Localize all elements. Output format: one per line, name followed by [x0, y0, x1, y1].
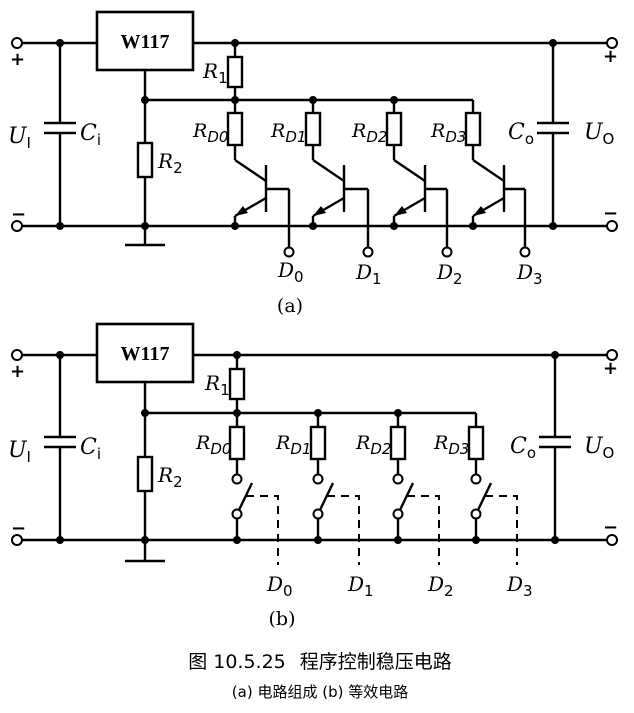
switch-blade-1-b: [318, 482, 335, 511]
figure-title: 程序控制稳压电路: [300, 651, 452, 673]
emitter-arrow-1-a: [313, 206, 326, 216]
switch-blade-3-b: [476, 482, 493, 511]
d3-label-b: D3: [506, 572, 533, 600]
rd0-label-a: RD0: [192, 120, 228, 146]
output-voltage-label-a: UO: [584, 120, 614, 148]
rd1-label-b: RD1: [275, 432, 311, 458]
emitter-arrow-2-a: [394, 206, 407, 216]
r1-label-b: R1: [204, 371, 230, 399]
input-minus-sign-a: −: [11, 204, 26, 225]
emitter-arrow-0-a: [235, 206, 248, 216]
branch-1-b: [309, 413, 360, 565]
output-plus-sign-b: +: [603, 358, 618, 379]
resistor-rd0-b: [228, 425, 246, 461]
branch-0-b: [228, 413, 279, 565]
branch-2-a: [385, 100, 453, 258]
rd3-label-b: RD3: [433, 432, 469, 458]
d1-label-b: D1: [347, 572, 374, 600]
panel-tag-a: (a): [277, 295, 303, 317]
d3-label-a: D3: [516, 260, 543, 288]
control-terminal-d2-a: [441, 246, 453, 258]
branch-3-b: [467, 413, 518, 565]
input-cap-label-a: Ci: [80, 121, 101, 149]
input-voltage-label-a: UI: [8, 124, 31, 152]
r1-label-a: R1: [202, 59, 228, 87]
rd0-label-b: RD0: [195, 432, 231, 458]
rd1-label-a: RD1: [270, 120, 306, 146]
resistor-rd1-a: [304, 111, 322, 147]
input-terminal-top-a: [11, 37, 23, 49]
input-cap-label-b: Ci: [80, 435, 101, 463]
output-terminal-bottom-b: [606, 534, 618, 546]
circuit-a: W117: [11, 10, 618, 258]
output-terminal-top-a: [606, 37, 618, 49]
branch-1-a: [304, 100, 374, 258]
resistor-rd2-a: [385, 111, 403, 147]
control-link-3-b: [485, 495, 518, 565]
output-cap-label-b: Co: [510, 434, 536, 462]
control-link-0-b: [246, 495, 279, 565]
resistor-rd1-b: [309, 425, 327, 461]
rd2-label-b: RD2: [355, 432, 391, 458]
rd3-label-a: RD3: [430, 120, 466, 146]
input-minus-sign-b: −: [11, 518, 26, 539]
output-cap-label-a: Co: [508, 120, 534, 148]
control-terminal-d0-a: [283, 246, 295, 258]
circuit-b: W117: [11, 322, 618, 565]
branch-0-a: [226, 100, 295, 258]
resistor-r2-a: [136, 141, 154, 179]
output-terminal-bottom-a: [606, 220, 618, 232]
r2-label-a: R2: [157, 149, 183, 177]
input-plus-sign-a: +: [10, 49, 25, 70]
regulator-block-a: [95, 10, 195, 72]
output-voltage-label-b: UO: [584, 434, 614, 462]
branch-2-b: [389, 413, 440, 565]
input-voltage-label-b: UI: [8, 438, 31, 466]
resistor-rd3-a: [464, 111, 482, 147]
rd2-label-a: RD2: [351, 120, 387, 146]
control-link-1-b: [327, 495, 360, 565]
resistor-r2-b: [136, 455, 154, 493]
d2-label-a: D2: [436, 260, 463, 288]
input-plus-sign-b: +: [10, 361, 25, 382]
resistor-rd2-b: [389, 425, 407, 461]
control-terminal-d1-a: [362, 246, 374, 258]
resistor-rd3-b: [467, 425, 485, 461]
input-terminal-bottom-a: [11, 220, 23, 232]
switch-blade-2-b: [398, 482, 415, 511]
figure-subcaption: (a) 电路组成 (b) 等效电路: [232, 683, 408, 701]
resistor-r1-b: [228, 367, 246, 401]
input-terminal-bottom-b: [11, 534, 23, 546]
input-terminal-top-b: [11, 349, 23, 361]
regulator-label-a: W117: [121, 31, 170, 53]
r2-label-b: R2: [157, 463, 183, 491]
panel-tag-b: (b): [269, 608, 296, 630]
output-plus-sign-a: +: [603, 46, 618, 67]
resistor-rd0-a: [226, 111, 244, 147]
output-minus-sign-a: −: [603, 203, 618, 224]
regulator-label-b: W117: [121, 343, 170, 365]
d0-label-a: D0: [277, 258, 304, 286]
switch-blade-0-b: [237, 482, 254, 511]
output-terminal-top-b: [606, 349, 618, 361]
d1-label-a: D1: [355, 260, 382, 288]
d2-label-b: D2: [427, 572, 454, 600]
control-terminal-d3-a: [519, 246, 531, 258]
figure-number: 图 10.5.25: [188, 651, 286, 673]
resistor-r1-a: [226, 55, 244, 89]
emitter-arrow-3-a: [473, 206, 486, 216]
figure-caption: 图 10.5.25 程序控制稳压电路: [188, 651, 452, 673]
control-link-2-b: [407, 495, 440, 565]
branch-3-a: [464, 100, 531, 258]
d0-label-b: D0: [266, 572, 293, 600]
output-minus-sign-b: −: [603, 517, 618, 538]
